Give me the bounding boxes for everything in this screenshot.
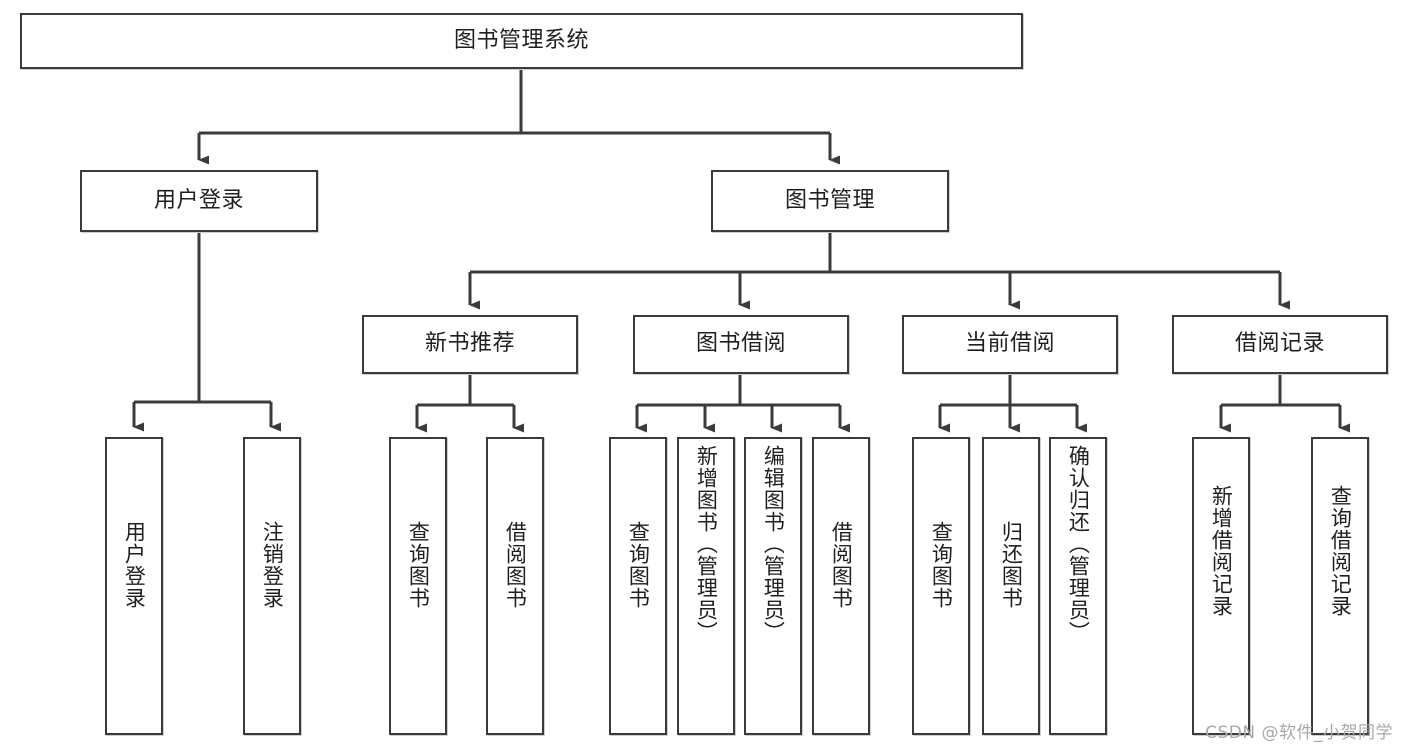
node-book-manage[interactable]: 图书管理 [711,170,949,232]
node-borrow-record[interactable]: 借阅记录 [1172,315,1388,374]
csdn-watermark: CSDN @软件_小贺同学 [1205,723,1393,743]
node-leaf-edit-book-admin-label: 编辑图书（管理员） [761,445,786,643]
node-leaf-logout-login[interactable]: 注销登录 [243,437,301,735]
node-leaf-query-book-current-label: 查询图书 [929,521,954,609]
node-current-borrow-label: 当前借阅 [964,331,1055,357]
node-leaf-query-book-recommend[interactable]: 查询图书 [389,437,447,735]
node-leaf-query-borrow-record-label: 查询借阅记录 [1328,485,1353,617]
node-leaf-borrow-book-borrow-label: 借阅图书 [829,521,854,609]
node-leaf-query-book-recommend-label: 查询图书 [406,521,431,609]
node-new-book-recommend[interactable]: 新书推荐 [362,315,578,374]
node-new-book-recommend-label: 新书推荐 [424,331,515,357]
node-current-borrow[interactable]: 当前借阅 [902,315,1118,374]
node-leaf-query-book-borrow[interactable]: 查询图书 [609,437,667,735]
node-leaf-add-borrow-record-label: 新增借阅记录 [1209,485,1234,617]
node-leaf-borrow-book-recommend[interactable]: 借阅图书 [486,437,544,735]
node-leaf-query-book-borrow-label: 查询图书 [626,521,651,609]
node-root-label: 图书管理系统 [453,27,589,53]
node-leaf-add-book-admin[interactable]: 新增图书（管理员） [677,437,735,735]
node-leaf-logout-login-label: 注销登录 [260,521,285,609]
node-book-borrow-label: 图书借阅 [695,331,786,357]
node-leaf-return-book[interactable]: 归还图书 [982,437,1040,735]
node-leaf-user-login-label: 用户登录 [122,521,147,609]
node-borrow-record-label: 借阅记录 [1234,331,1325,357]
node-leaf-edit-book-admin[interactable]: 编辑图书（管理员） [744,437,802,735]
node-leaf-borrow-book-recommend-label: 借阅图书 [503,521,528,609]
node-root[interactable]: 图书管理系统 [20,13,1023,69]
node-leaf-confirm-return-admin[interactable]: 确认归还（管理员） [1049,437,1107,735]
node-leaf-confirm-return-admin-label: 确认归还（管理员） [1066,445,1091,643]
node-user-login-label: 用户登录 [153,187,244,213]
node-leaf-query-book-current[interactable]: 查询图书 [912,437,970,735]
node-user-login[interactable]: 用户登录 [80,170,318,232]
node-leaf-query-borrow-record[interactable]: 查询借阅记录 [1311,437,1369,735]
node-book-manage-label: 图书管理 [784,187,875,213]
node-leaf-add-borrow-record[interactable]: 新增借阅记录 [1192,437,1250,735]
node-leaf-return-book-label: 归还图书 [999,521,1024,609]
node-book-borrow[interactable]: 图书借阅 [633,315,849,374]
node-leaf-borrow-book-borrow[interactable]: 借阅图书 [812,437,870,735]
node-leaf-add-book-admin-label: 新增图书（管理员） [694,445,719,643]
node-leaf-user-login[interactable]: 用户登录 [105,437,163,735]
